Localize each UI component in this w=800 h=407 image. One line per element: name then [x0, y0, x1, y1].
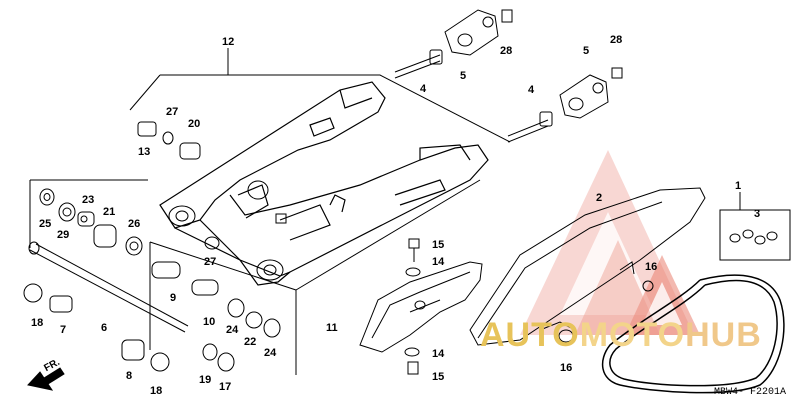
callout-20: 20	[188, 118, 201, 130]
callout-22: 22	[244, 336, 257, 348]
callout-12: 12	[222, 36, 235, 48]
callout-5-lower: 5	[583, 45, 590, 57]
master-link-box	[719, 209, 791, 261]
callout-24-left: 24	[226, 324, 239, 336]
callout-27-top: 27	[166, 106, 179, 118]
swingarm	[159, 81, 489, 286]
chain-adjuster-upper	[394, 9, 513, 79]
watermark-text-auto: AUTO	[480, 316, 580, 354]
callout-15-lower: 15	[432, 371, 445, 383]
watermark-text-moto: MOTO	[579, 316, 686, 354]
chain-adjuster-lower	[507, 67, 623, 143]
callout-4-lower: 4	[528, 84, 535, 96]
left-bearing-set	[39, 188, 143, 256]
leader-12	[160, 74, 511, 143]
callout-23: 23	[82, 194, 95, 206]
watermark-text-hub: HUB	[685, 316, 762, 354]
drive-chain	[601, 274, 785, 394]
chain-slider	[359, 261, 483, 353]
callout-4-upper: 4	[420, 83, 427, 95]
callout-21: 21	[103, 206, 116, 218]
callout-13: 13	[138, 146, 151, 158]
callout-25: 25	[39, 218, 52, 230]
callout-14-lower: 14	[432, 348, 445, 360]
callout-3: 3	[754, 208, 761, 220]
callout-6: 6	[101, 322, 108, 334]
callout-27-mid: 27	[204, 256, 217, 268]
callout-7: 7	[60, 324, 67, 336]
front-arrow	[27, 367, 65, 391]
callout-24-right: 24	[264, 347, 277, 359]
watermark-logo	[520, 150, 700, 335]
callout-18-bottom: 18	[150, 385, 163, 397]
callout-11: 11	[326, 322, 338, 334]
callout-17: 17	[219, 381, 232, 393]
callout-2: 2	[596, 192, 603, 204]
callout-5-upper: 5	[460, 70, 467, 82]
diagram-code: MBW4- F2201A	[714, 387, 787, 398]
callout-28-lower: 28	[610, 34, 623, 46]
callout-10: 10	[203, 316, 216, 328]
callout-18-left: 18	[31, 317, 44, 329]
callout-19: 19	[199, 374, 212, 386]
callout-29: 29	[57, 229, 70, 241]
callout-8: 8	[126, 370, 133, 382]
callout-16-lower: 16	[560, 362, 573, 374]
chain-case	[469, 187, 706, 346]
callout-16-upper: 16	[645, 261, 658, 273]
callout-15-upper: 15	[432, 239, 445, 251]
pivot-shaft	[28, 241, 189, 333]
callout-9: 9	[170, 292, 177, 304]
callout-28-upper: 28	[500, 45, 513, 57]
callout-26: 26	[128, 218, 141, 230]
callout-1: 1	[735, 180, 742, 192]
callout-14-upper: 14	[432, 256, 445, 268]
